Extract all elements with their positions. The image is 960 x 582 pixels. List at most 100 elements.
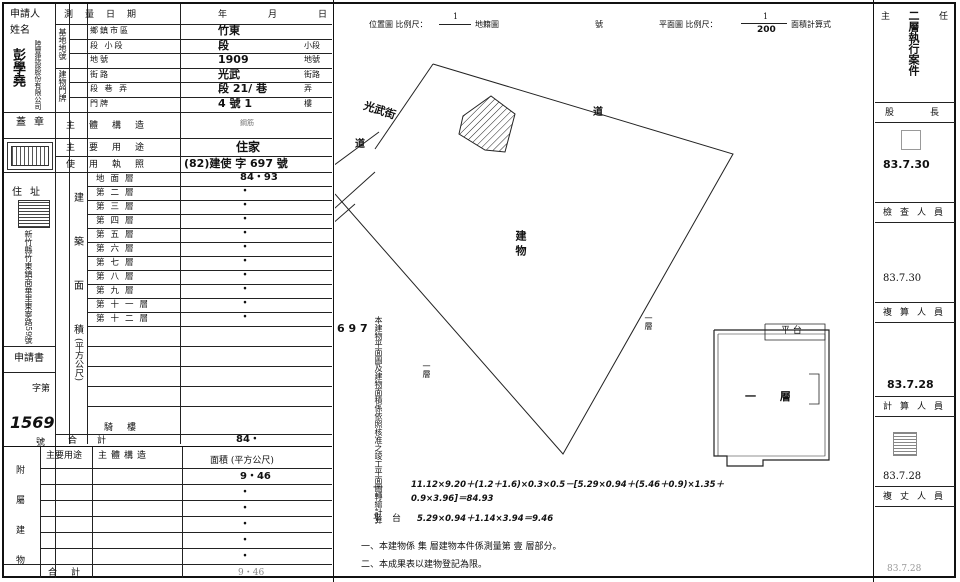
site_rows-value-1: 段 [218,38,229,52]
floor-label-5: 第六層 [96,244,140,254]
floor-label-10: 第十二層 [96,314,155,324]
total-value: 84・ [236,434,260,445]
annex-value-5: ・ [240,551,250,562]
drawing-license-no: 6 9 7 [337,322,368,335]
road-label-left: 道 [355,139,365,150]
applicant-seal-stamp [7,142,53,170]
left-form: 申請人 姓名 陸豐建設股份有限公司 彭學堯 蓋章 住址 新竹縣竹東鎮商華里東寧路… [4,4,332,578]
plan-scale-den: 200 [757,25,776,35]
floor-value-8: ・ [240,284,250,295]
surveyor-label: 複丈人員 [883,492,952,502]
survey-month-label: 月 [268,10,278,20]
floor-value-0: 84・93 [240,172,278,183]
door_rows-label-1: 段 巷 弄 [90,84,130,94]
door_rows-suffix-0: 街路 [304,69,320,79]
floor-label-3: 第四層 [96,216,140,226]
site-group-label: 基地地號 [58,28,67,60]
door-group-label: 建物門牌 [58,70,67,102]
application-label: 申請書 [14,353,44,364]
floor-label-7: 第八層 [96,272,140,282]
checker-label: 檢查人員 [883,208,952,218]
drawing-note: 本建物平面圖及建物面積係依照核准之竣工平面圖轉繪計算 [374,316,383,524]
site_rows-suffix-2: 地號 [304,55,320,65]
floor-label-4: 第五層 [96,230,140,240]
plan-scale-label: 平面圖 比例尺： [659,20,718,29]
formula1-label: 一 [373,483,383,494]
annex-group-label-2: 建 [16,526,26,536]
structure-label: 主體構造 [66,121,159,131]
surveyor-date: 83.7.28 [887,564,922,574]
annex-header-structure: 主體構造 [98,451,151,461]
chief-label: 股長 [885,108,939,118]
survey-year-label: 年 [218,10,228,20]
annex-value-1: ・ [240,487,250,498]
floor-label-6: 第七層 [96,258,140,268]
door_rows-label-0: 街路 [90,69,110,79]
floor-plan-label: 一 層 [745,390,801,403]
door_rows-value-0: 光武 [218,67,240,81]
leader-line-2 [335,171,376,209]
checker-date: 83.7.30 [883,273,922,284]
annex-total-value: 9・46 [238,568,265,578]
formula2-label: 平台 [373,514,412,524]
door_rows-label-2: 門牌 [90,99,110,108]
seal-label: 蓋章 [16,117,52,128]
floor-value-7: ・ [240,270,250,281]
chief-stamp [901,130,921,150]
landmap-label: 地籍圖 [475,20,499,29]
floor-label-1: 第二層 [96,188,140,198]
total-label: 合計 [68,436,127,446]
balcony-label: 騎樓 [104,423,151,433]
annex-value-2: ・ [240,503,250,514]
leader-line-1 [335,131,380,166]
annex-group-label-3: 物 [16,556,26,566]
site_rows-value-0: 竹東 [218,24,240,37]
floor-value-2: ・ [240,200,250,211]
structure-value: 鋼筋 [240,119,254,127]
name-label: 姓名 [10,25,30,36]
applicant-label: 申請人 [10,9,40,20]
building-footprint [458,95,516,153]
door_rows-suffix-1: 弄 [304,84,312,94]
floor-value-4: ・ [240,228,250,239]
location-scale-label: 位置圖 比例尺： [369,20,428,29]
reviewer-label: 複算人員 [883,308,952,318]
site_rows-label-0: 鄉鎮市區 [90,26,130,35]
chief-date: 83.7.30 [883,158,930,171]
note-line-2: 二、本成果表以建物登記為限。 [361,560,488,570]
door_rows-value-1: 段 21/ 巷 [218,82,267,96]
address-label: 住址 [12,187,48,198]
lot-boundary [335,63,734,455]
header-number: 號 [595,20,603,29]
center-drawing: 位置圖 比例尺： 1 地籍圖 號 平面圖 比例尺： 1 200 面積計算式 光武… [335,4,872,578]
side-label-right: 一層 [644,314,653,330]
applicant-name: 彭學堯 [10,48,25,87]
leader-line-3 [335,203,356,223]
annex-group-label-1: 屬 [16,496,26,506]
annex-total-label: 合計 [48,568,95,578]
annex-value-0: 9・46 [240,471,271,482]
floor-value-5: ・ [240,242,250,253]
approval-text: 二層執行案件 [907,10,920,76]
floor-value-3: ・ [240,214,250,225]
license-label: 使用執照 [66,160,159,170]
calculator-date: 83.7.28 [883,471,922,482]
balcony-outline [764,323,826,341]
site_rows-label-1: 段 小段 [90,40,125,50]
address-text: 新竹縣竹東鎮商華里東寧路59號 [24,230,33,345]
balcony-plan-label: 平 台 [781,326,802,336]
survey-day-label: 日 [318,10,328,20]
area-group-label-1: 築 [74,237,84,248]
use-value: 住家 [236,140,261,154]
divider-left [333,0,334,582]
building-label: 建 物 [514,230,527,256]
annex-header-area: 面積 (平方公尺) [210,456,274,466]
site_rows-label-2: 地號 [90,55,110,65]
door_rows-value-2: 4 號 1 [218,97,252,110]
address-seal-stamp [18,200,50,228]
application-number: 1569 [10,413,55,432]
site-plan-drawing [335,63,830,467]
floor-label-0: 地面層 [96,174,140,184]
floor-value-9: ・ [240,298,250,309]
